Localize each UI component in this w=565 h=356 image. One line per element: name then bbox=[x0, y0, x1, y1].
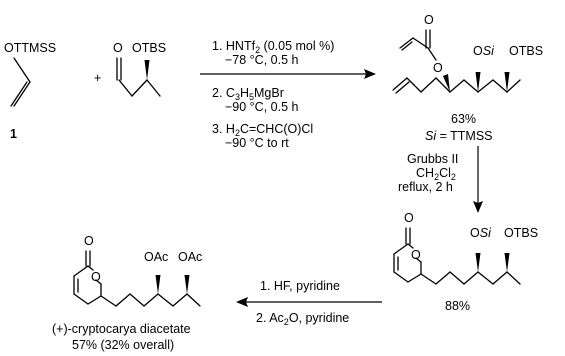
int2-otbs: OTBS bbox=[504, 226, 538, 240]
compound-1-number: 1 bbox=[10, 127, 17, 141]
int2-ring-o: O bbox=[411, 248, 421, 262]
final-step-conditions: 1. HF, pyridine 2. Ac2O, pyridine bbox=[256, 279, 349, 327]
int2-osi: OSi bbox=[470, 226, 492, 240]
cond-3-line-2: −90 °C to rt bbox=[225, 136, 289, 150]
int2-carbonyl-o: O bbox=[404, 211, 414, 225]
cond-1-line-2: −78 °C, 0.5 h bbox=[225, 53, 298, 67]
final-cond-line-2: 2. Ac2O, pyridine bbox=[256, 311, 349, 327]
product-name: (+)-cryptocarya diacetate bbox=[52, 322, 191, 336]
plus-sign: + bbox=[94, 71, 101, 85]
cond-2-line-1: 2. C3H5MgBr bbox=[212, 86, 284, 102]
intermediate-1: O O OSi OTBS 63% Si = TTMSS bbox=[392, 13, 543, 143]
product-carbonyl-o: O bbox=[84, 234, 94, 248]
rcm-temperature-time: reflux, 2 h bbox=[398, 180, 453, 194]
int1-osi: OSi bbox=[473, 44, 495, 58]
product-oac-1: OAc bbox=[144, 250, 168, 264]
int1-ester-o: O bbox=[433, 61, 443, 75]
final-cond-line-1: 1. HF, pyridine bbox=[260, 279, 340, 293]
aldehyde-oxygen: O bbox=[113, 41, 123, 55]
product-oac-2: OAc bbox=[178, 250, 202, 264]
intermediate-2: O O OSi OTBS 88% bbox=[393, 211, 538, 313]
compound-1-label: OTTMSS bbox=[4, 41, 56, 55]
product-cryptocarya-diacetate: O O OAc OAc (+)-cryptocarya diacetate 57… bbox=[52, 234, 202, 352]
final-step-arrow bbox=[236, 297, 382, 307]
rcm-solvent: CH2Cl2 bbox=[416, 166, 456, 182]
aldehyde-otbs: OTBS bbox=[132, 41, 166, 55]
step-1-conditions: 1. HNTf2 (0.05 mol %) −78 °C, 0.5 h 2. C… bbox=[212, 39, 334, 150]
int1-carbonyl-o: O bbox=[424, 13, 434, 27]
product-ring-o: O bbox=[91, 270, 101, 284]
cond-2-line-2: −90 °C, 0.5 h bbox=[225, 100, 298, 114]
int1-si-definition: Si = TTMSS bbox=[425, 129, 493, 143]
cond-1-line-1: 1. HNTf2 (0.05 mol %) bbox=[212, 39, 334, 55]
product-yield: 57% (32% overall) bbox=[72, 338, 174, 352]
rcm-catalyst: Grubbs II bbox=[407, 152, 458, 166]
rcm-conditions: Grubbs II CH2Cl2 reflux, 2 h bbox=[398, 152, 458, 194]
rcm-arrow bbox=[473, 146, 483, 213]
aldehyde-reagent: O OTBS bbox=[113, 41, 166, 97]
cond-3-line-1: 3. H2C=CHC(O)Cl bbox=[212, 122, 313, 138]
int2-yield: 88% bbox=[445, 299, 470, 313]
int1-yield: 63% bbox=[451, 112, 476, 126]
compound-1: OTTMSS 1 bbox=[4, 41, 56, 141]
int1-otbs: OTBS bbox=[509, 44, 543, 58]
step-1-arrow bbox=[200, 69, 376, 79]
